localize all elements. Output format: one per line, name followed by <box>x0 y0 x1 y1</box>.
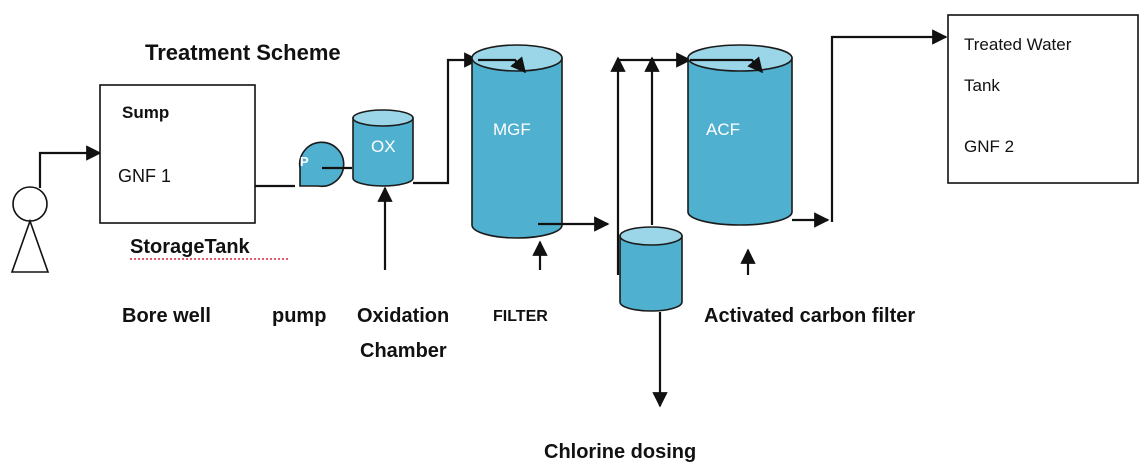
mgf-tank: MGF <box>471 44 563 239</box>
caption-oxidation-line1: Oxidation <box>357 305 449 327</box>
arrow-into-mgf-top <box>478 56 526 74</box>
arrow-ox-to-mgf <box>413 52 480 185</box>
storage-tank-caption: StorageTank <box>130 236 251 258</box>
treated-tank-line3: GNF 2 <box>964 137 1014 156</box>
treated-tank-line2: Tank <box>964 76 1000 95</box>
arrow-to-treated-tank <box>830 29 948 222</box>
caption-filter: FILTER <box>493 308 548 325</box>
caption-oxidation-line2: Chamber <box>360 340 447 362</box>
storage-tank-box <box>99 84 256 224</box>
pump-symbol-label: P <box>300 154 309 169</box>
caption-chlorine-dosing: Chlorine dosing <box>544 441 696 463</box>
arrow-borewell-to-sump <box>38 145 102 188</box>
caption-pump: pump <box>272 305 326 327</box>
oxidation-tank: OX <box>352 109 414 187</box>
mgf-tank-label: MGF <box>493 120 531 139</box>
pump-icon: P <box>298 141 345 188</box>
treated-tank-line1: Treated Water <box>964 35 1072 54</box>
chlorine-dosing-tank <box>619 226 683 312</box>
caption-activated-carbon: Activated carbon filter <box>704 305 915 327</box>
arrow-into-acf-top <box>690 56 763 74</box>
acf-tank: ACF <box>687 44 793 226</box>
caption-bore-well: Bore well <box>122 305 211 327</box>
storage-tank-label-gnf1: GNF 1 <box>118 166 171 186</box>
oxidation-tank-label: OX <box>371 137 396 156</box>
diagram-title: Treatment Scheme <box>145 40 341 65</box>
treated-water-tank-box <box>947 14 1139 184</box>
bore-well-icon <box>10 186 50 273</box>
acf-tank-label: ACF <box>706 120 740 139</box>
storage-tank-label-sump: Sump <box>122 103 169 122</box>
